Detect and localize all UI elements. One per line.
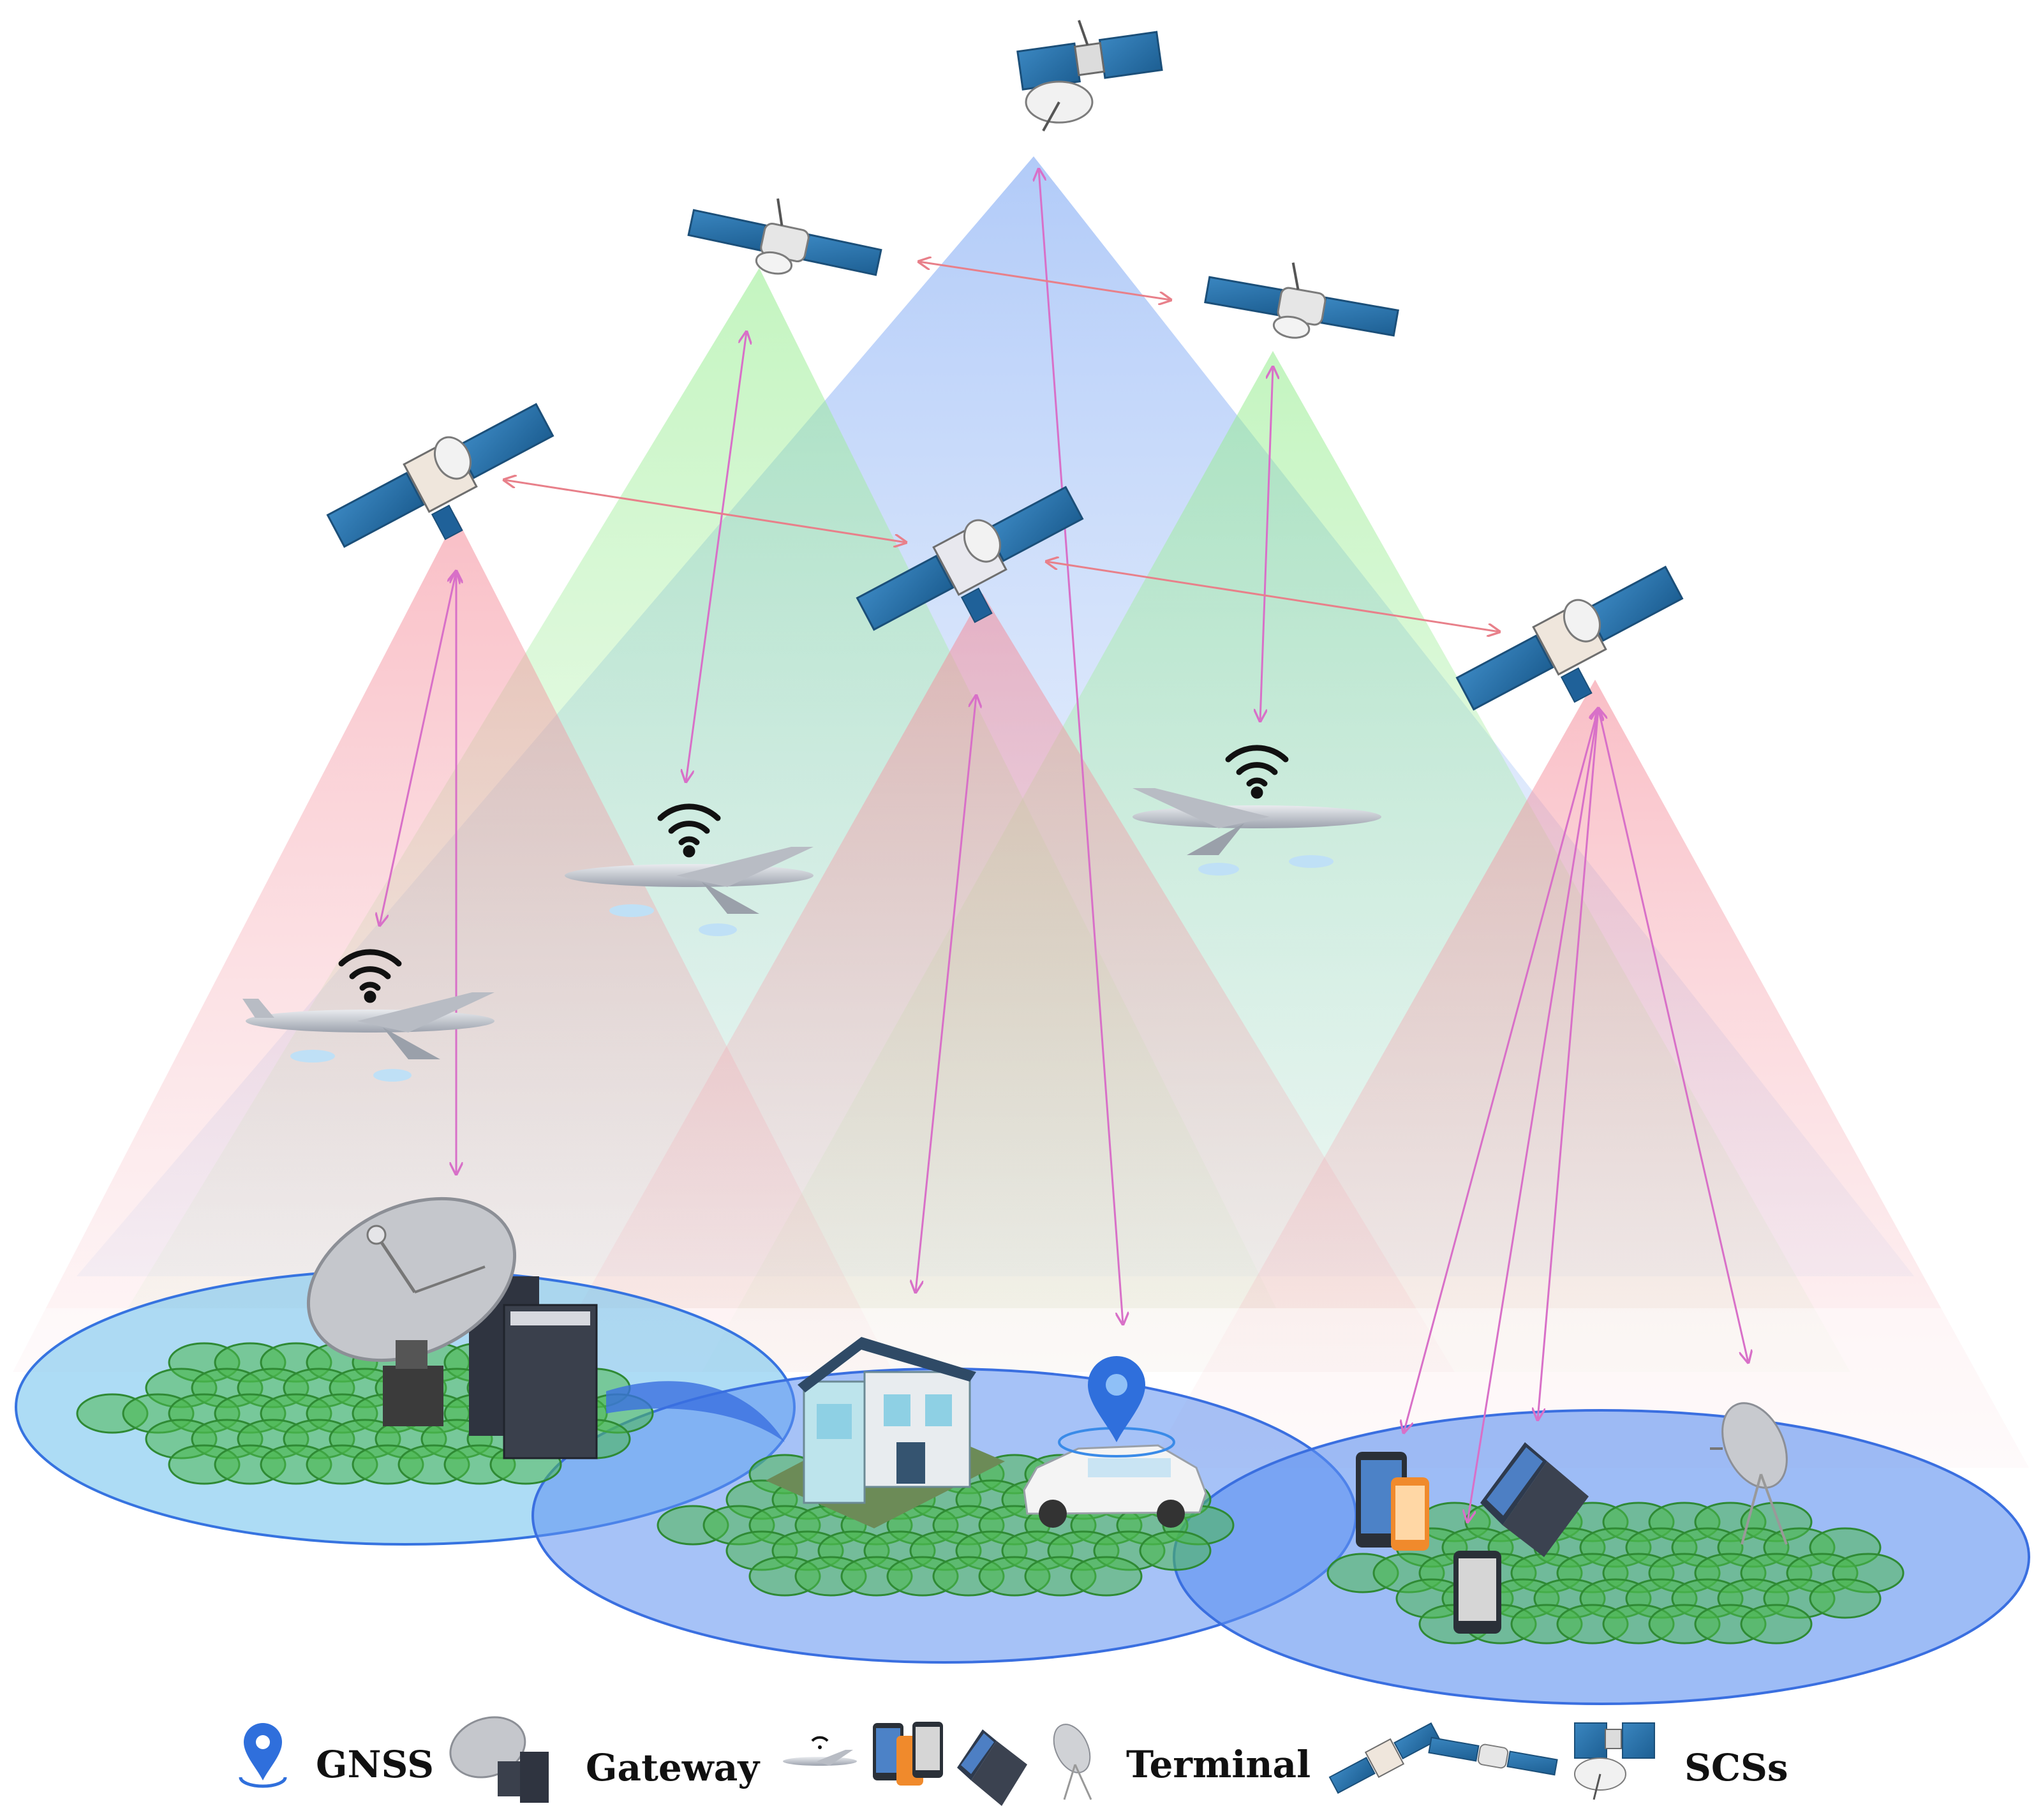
airplane-center <box>565 803 813 936</box>
location-pin-icon <box>239 1723 287 1788</box>
legend-terminal: Terminal <box>783 1722 1311 1806</box>
beam-meo-center-red <box>542 593 1455 1372</box>
satellite-meo-center <box>856 486 1084 631</box>
link-meo-left-plane <box>380 571 456 925</box>
legend-terminal-label: Terminal <box>1126 1743 1311 1786</box>
airplane-right <box>1133 745 1381 876</box>
legend-gnss-label: GNSS <box>316 1743 434 1786</box>
smartphone-grey <box>1453 1551 1501 1634</box>
wifi-icon <box>338 949 402 1003</box>
isl-meo-center-meo-right <box>1046 562 1499 632</box>
satellite-geo-top <box>1016 20 1163 131</box>
airplane-icon <box>783 1736 857 1766</box>
airplane-left <box>242 949 494 1082</box>
wifi-icon <box>1225 745 1289 799</box>
satellite-meo-left <box>326 403 554 548</box>
satellite-leo-left <box>687 198 882 276</box>
legend-gateway: Gateway <box>449 1716 761 1803</box>
wifi-icon <box>657 803 721 858</box>
satellite-leo-icon <box>1428 1736 1558 1776</box>
link-meo-center-house <box>916 696 976 1292</box>
link-leo-left-plane <box>686 332 747 782</box>
legend-gnss: GNSS <box>239 1723 434 1788</box>
link-meo-right-laptop <box>1538 708 1598 1420</box>
legend-gateway-label: Gateway <box>586 1746 761 1789</box>
smartphone-orange <box>1391 1477 1429 1551</box>
laptop <box>1480 1442 1589 1557</box>
legend-scs: SCSs <box>1328 1722 1788 1800</box>
satellite-leo-right <box>1204 262 1399 339</box>
house <box>766 1337 1005 1528</box>
coverage-cell <box>1809 1578 1882 1619</box>
coverage-cell <box>1070 1556 1143 1597</box>
isl-leo-left-leo-right <box>919 262 1171 300</box>
link-meo-right-dish <box>1598 708 1748 1362</box>
feeder-and-user-links <box>380 169 1748 1522</box>
smartphone-icon <box>873 1722 943 1786</box>
satellite-meo-right <box>1455 565 1684 711</box>
satellite-geo-icon <box>1328 1722 1441 1794</box>
coverage-cell <box>1740 1604 1813 1645</box>
dish-antenna-icon <box>1053 1724 1092 1800</box>
legend-scs-label: SCSs <box>1684 1746 1788 1789</box>
gateway-dish-icon <box>306 1197 517 1369</box>
legend: GNSS Gateway <box>239 1716 1788 1806</box>
isl-meo-left-meo-center <box>504 480 906 542</box>
gateway-station <box>306 1197 785 1459</box>
satellite-dish-gateway-icon <box>449 1716 549 1803</box>
car <box>1023 1427 1207 1528</box>
laptop-icon <box>957 1729 1027 1806</box>
link-geo-gnss <box>1039 169 1123 1324</box>
gnss-location-pin-icon <box>1088 1356 1145 1442</box>
link-leo-right-plane <box>1260 367 1273 721</box>
coverage-cell <box>1139 1530 1212 1571</box>
inter-satellite-links <box>504 262 1499 632</box>
terminal-dish-antenna <box>1710 1402 1788 1545</box>
satellite-meo-icon <box>1574 1722 1655 1800</box>
